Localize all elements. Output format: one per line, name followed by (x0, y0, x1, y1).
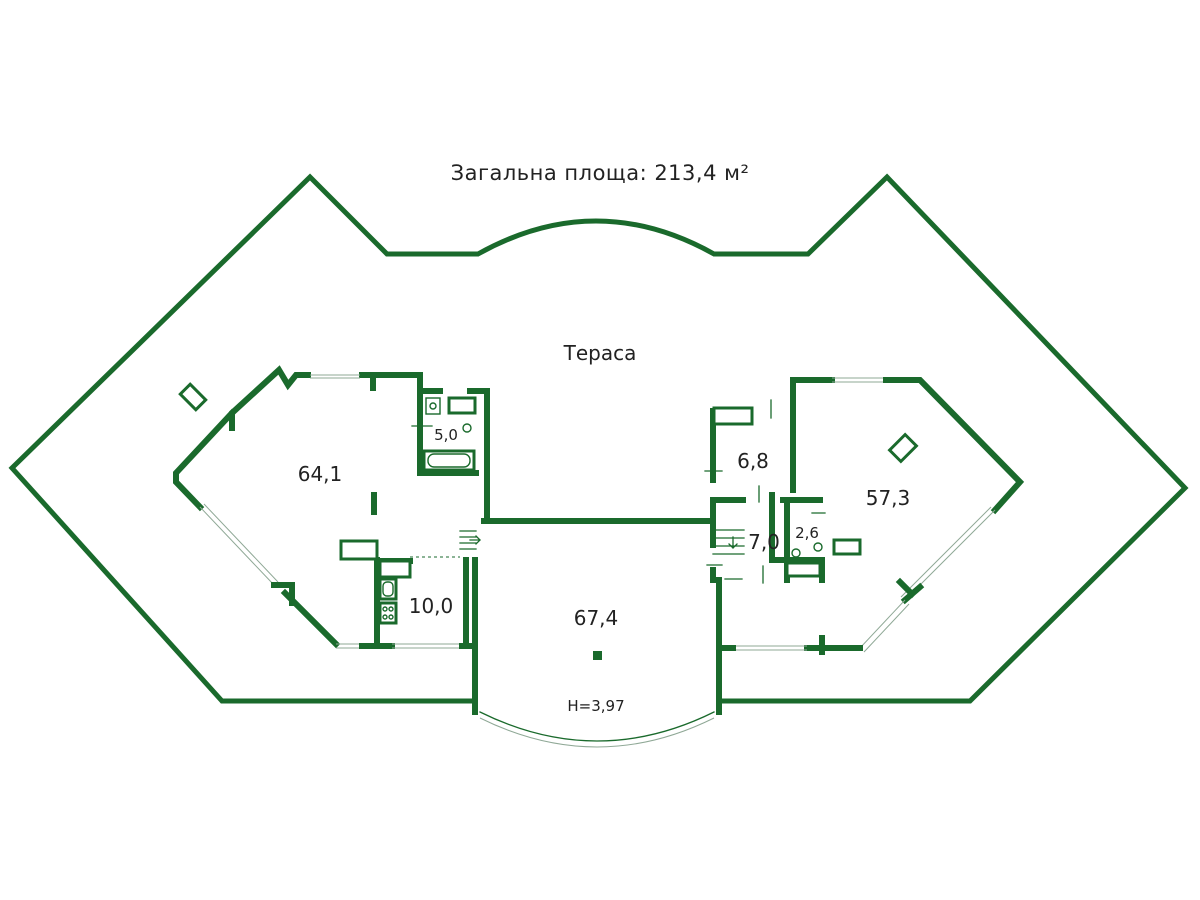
window-sill-left (178, 382, 208, 412)
room-area-wc-right: 2,6 (795, 524, 819, 542)
wc-shelf-icon (785, 561, 822, 578)
window-sill-right (887, 432, 919, 464)
toilet-icon (462, 423, 472, 433)
hall-arc-window (479, 711, 715, 742)
terrace-outline (8, 173, 1189, 704)
room-area-hall: 67,4 (574, 606, 619, 630)
room-area-corridor-right: 7,0 (748, 530, 780, 554)
left-wing-wall (467, 388, 490, 524)
wc-toilet-icon (813, 542, 823, 552)
terrace-label: Тераса (563, 341, 637, 365)
total-area-title: Загальна площа: 213,4 м² (451, 161, 750, 185)
room-area-kitchen-left: 10,0 (409, 594, 454, 618)
room-area-living-left: 64,1 (298, 462, 343, 486)
room-area-living-right: 57,3 (866, 486, 911, 510)
cabinet-icon-right (712, 406, 754, 426)
kitchen-counter-icon (339, 539, 379, 561)
ceiling-height: H=3,97 (567, 697, 624, 715)
hall-column (593, 651, 602, 660)
wc-basin-icon (832, 538, 862, 556)
right-wing-wall (710, 497, 746, 524)
stove-icon (378, 601, 398, 625)
room-area-bathroom-left: 5,0 (434, 426, 458, 444)
washbasin-icon (447, 396, 477, 415)
room-area-utility-right: 6,8 (737, 449, 769, 473)
kitchen-unit-icon (378, 559, 412, 579)
